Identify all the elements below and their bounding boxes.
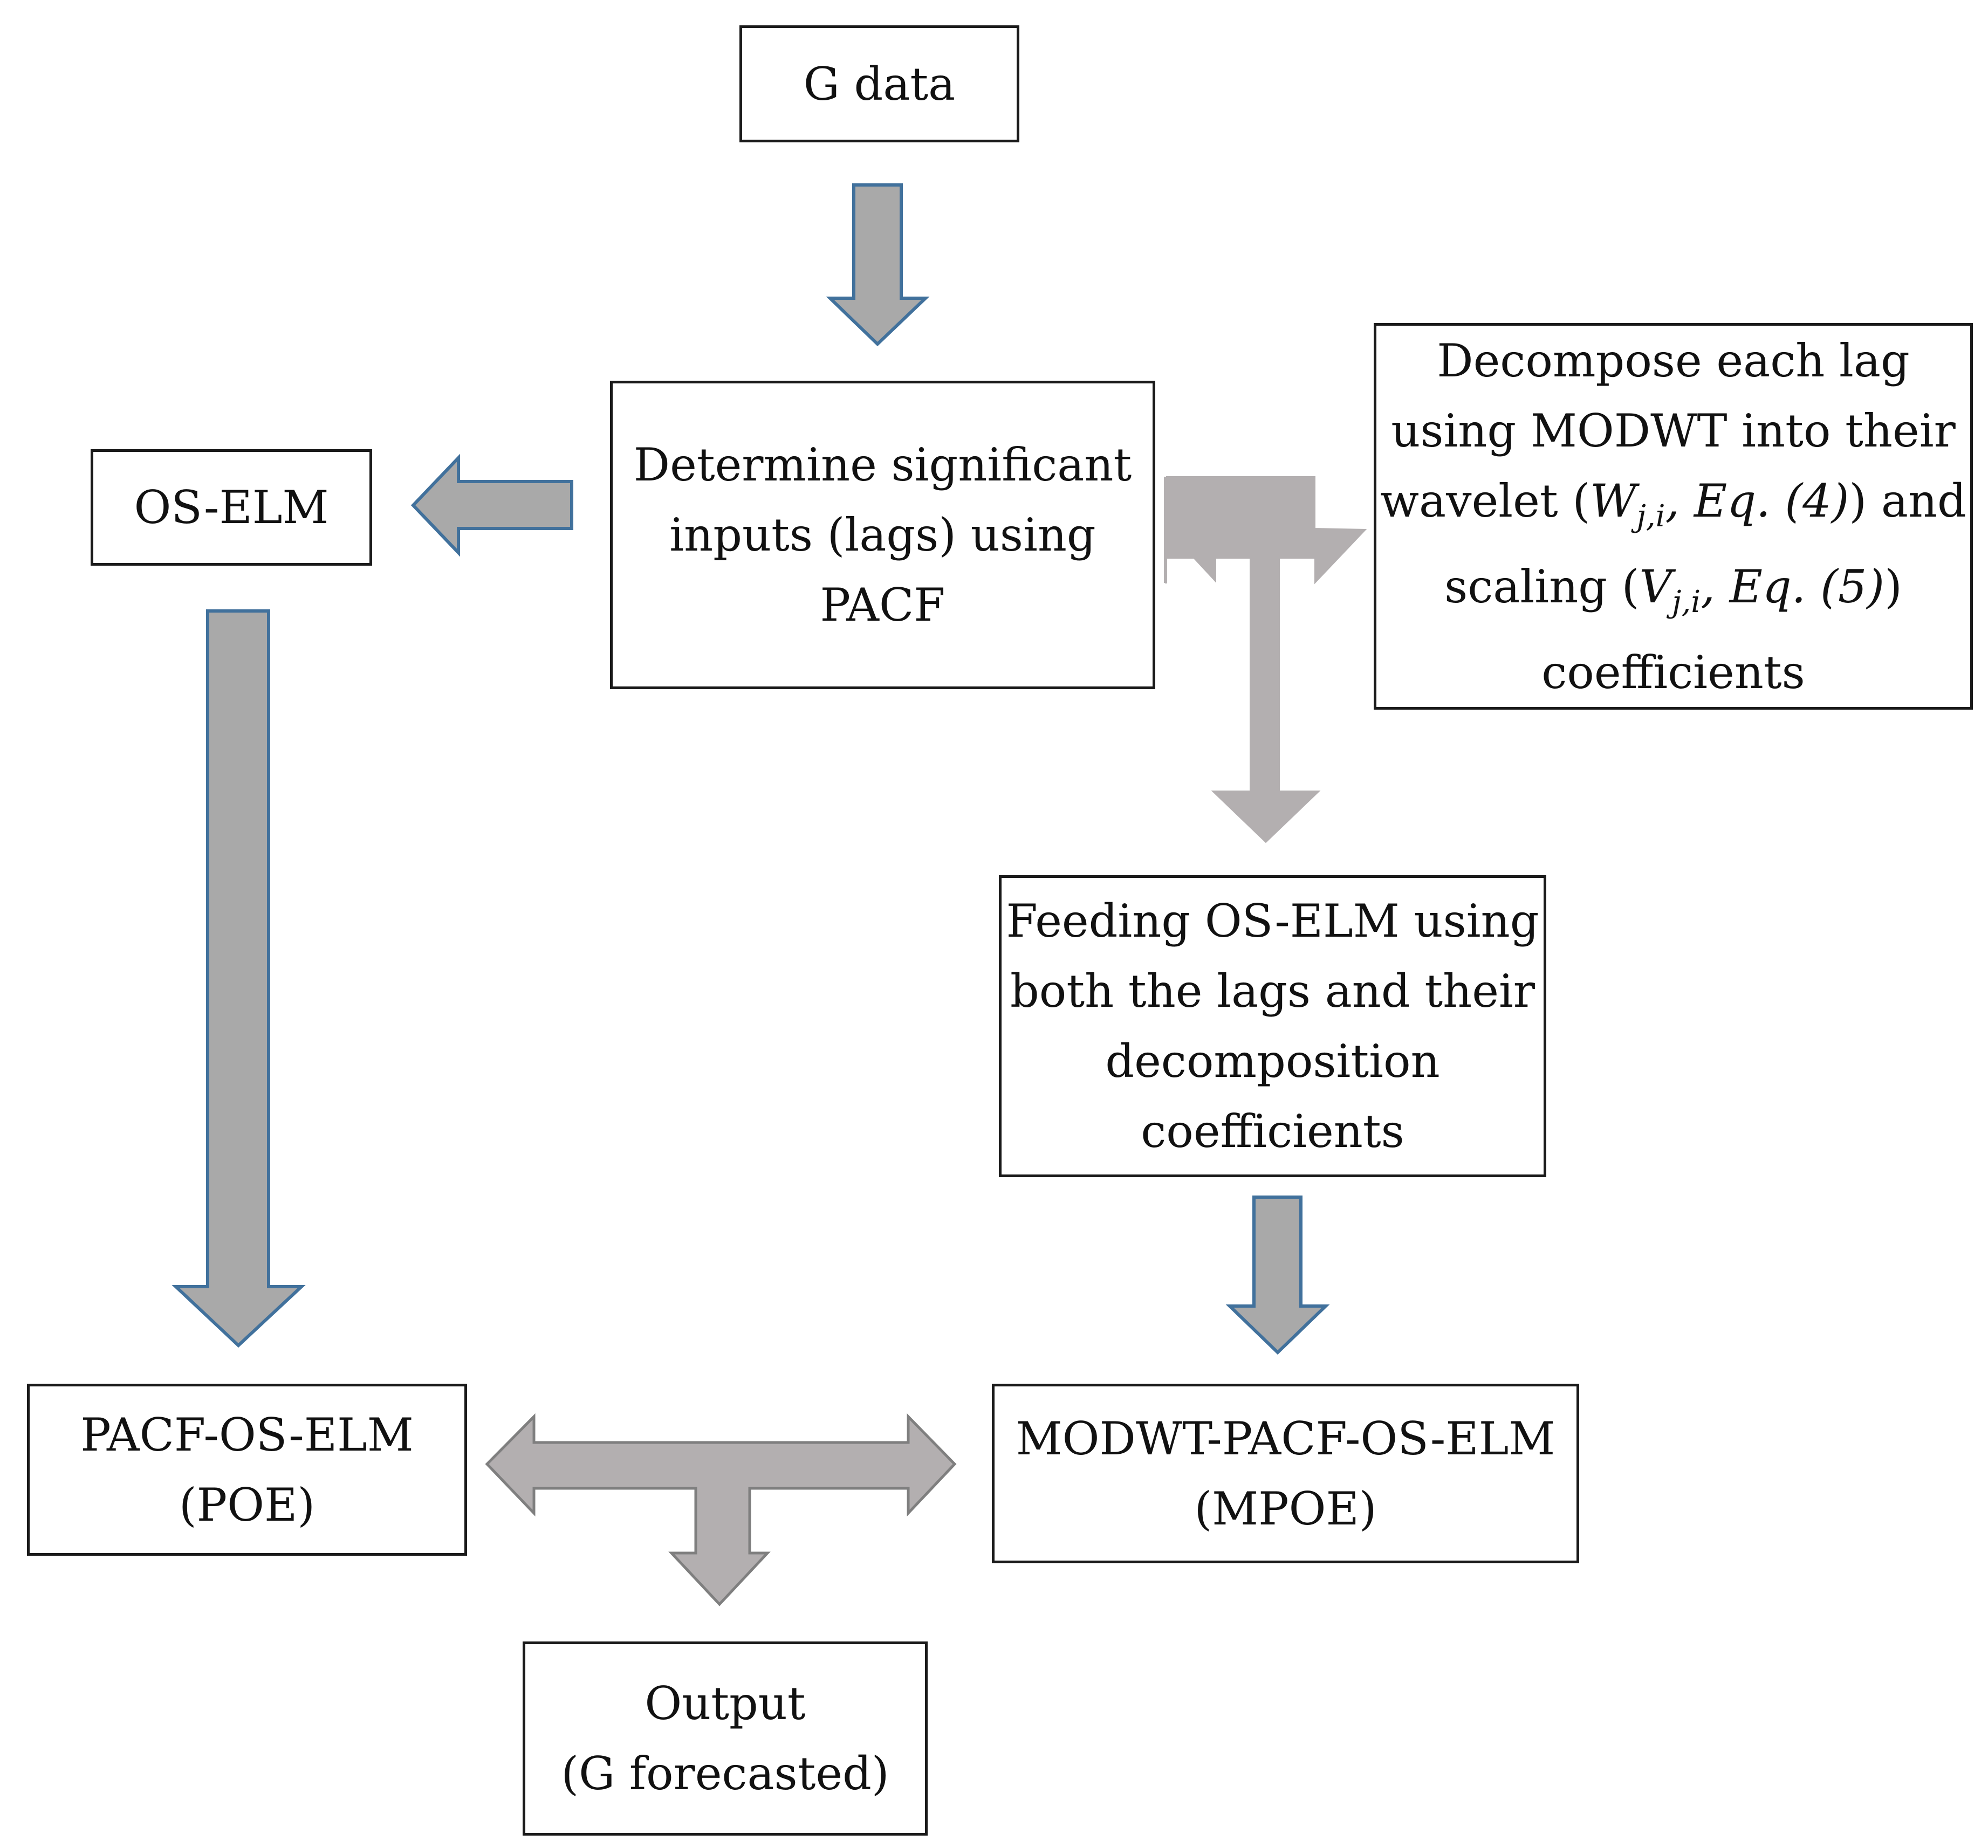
mpoe-line-1: MODWT-PACF-OS-ELM (1016, 1412, 1555, 1465)
feeding-line-4: coefficients (1141, 1105, 1404, 1158)
feeding-box: Feeding OS-ELM using both the lags and t… (999, 875, 1546, 1177)
output-line-2: (G forecasted) (561, 1747, 889, 1800)
modwt-line-1: Decompose each lag (1437, 334, 1910, 387)
modwt-line-4-suffix: ) (1884, 560, 1902, 613)
feeding-line-3: decomposition (1105, 1035, 1440, 1088)
scaling-eq-ref: , Eq. (5) (1701, 560, 1885, 613)
poe-box: PACF-OS-ELM (POE) (27, 1384, 467, 1556)
arrow-oselm-to-poe (172, 609, 306, 1348)
poe-line-1: PACF-OS-ELM (80, 1408, 414, 1461)
mpoe-line-2: (MPOE) (1194, 1482, 1377, 1535)
modwt-line-3: wavelet (Wj,i, Eq. (4)) and (1380, 466, 1966, 552)
g-data-box: G data (739, 25, 1019, 142)
modwt-line-4-prefix: scaling ( (1444, 560, 1640, 613)
wavelet-symbol: W (1590, 474, 1637, 527)
wavelet-eq-ref: , Eq. (4) (1665, 474, 1849, 527)
connector-pacf-left-head (1167, 477, 1219, 583)
modwt-line-4: scaling (Vj,i, Eq. (5)) (1444, 552, 1902, 637)
poe-line-2: (POE) (179, 1478, 316, 1531)
feeding-line-1: Feeding OS-ELM using (1006, 895, 1539, 947)
modwt-line-3-prefix: wavelet ( (1380, 474, 1591, 527)
connector-poe-mpoe-output (485, 1413, 957, 1606)
pacf-line-2: inputs (lags) using (669, 509, 1096, 561)
os-elm-box: OS-ELM (91, 449, 372, 566)
arrow-pacf-to-oselm (410, 454, 573, 557)
modwt-line-2: using MODWT into their (1391, 404, 1956, 457)
pacf-box: Determine significant inputs (lags) usin… (610, 381, 1155, 689)
modwt-decompose-box: Decompose each lag using MODWT into thei… (1374, 323, 1973, 710)
modwt-line-3-suffix: ) and (1849, 474, 1966, 527)
connector-left-arrow (1164, 477, 1167, 583)
os-elm-label: OS-ELM (134, 481, 329, 534)
wavelet-subscript: j,i (1636, 498, 1665, 534)
modwt-line-5: coefficients (1541, 645, 1805, 699)
g-data-label: G data (803, 57, 956, 111)
mpoe-box: MODWT-PACF-OS-ELM (MPOE) (992, 1384, 1579, 1563)
pacf-line-3: PACF (820, 579, 945, 631)
scaling-symbol: V (1639, 560, 1672, 613)
feeding-line-2: both the lags and their (1010, 965, 1535, 1018)
pacf-line-1: Determine significant (633, 438, 1132, 491)
arrow-feeding-to-mpoe (1225, 1196, 1330, 1355)
output-box: Output (G forecasted) (523, 1641, 928, 1836)
scaling-subscript: j,i (1672, 584, 1701, 620)
output-line-1: Output (645, 1677, 806, 1730)
arrow-gdata-to-pacf (826, 183, 930, 347)
